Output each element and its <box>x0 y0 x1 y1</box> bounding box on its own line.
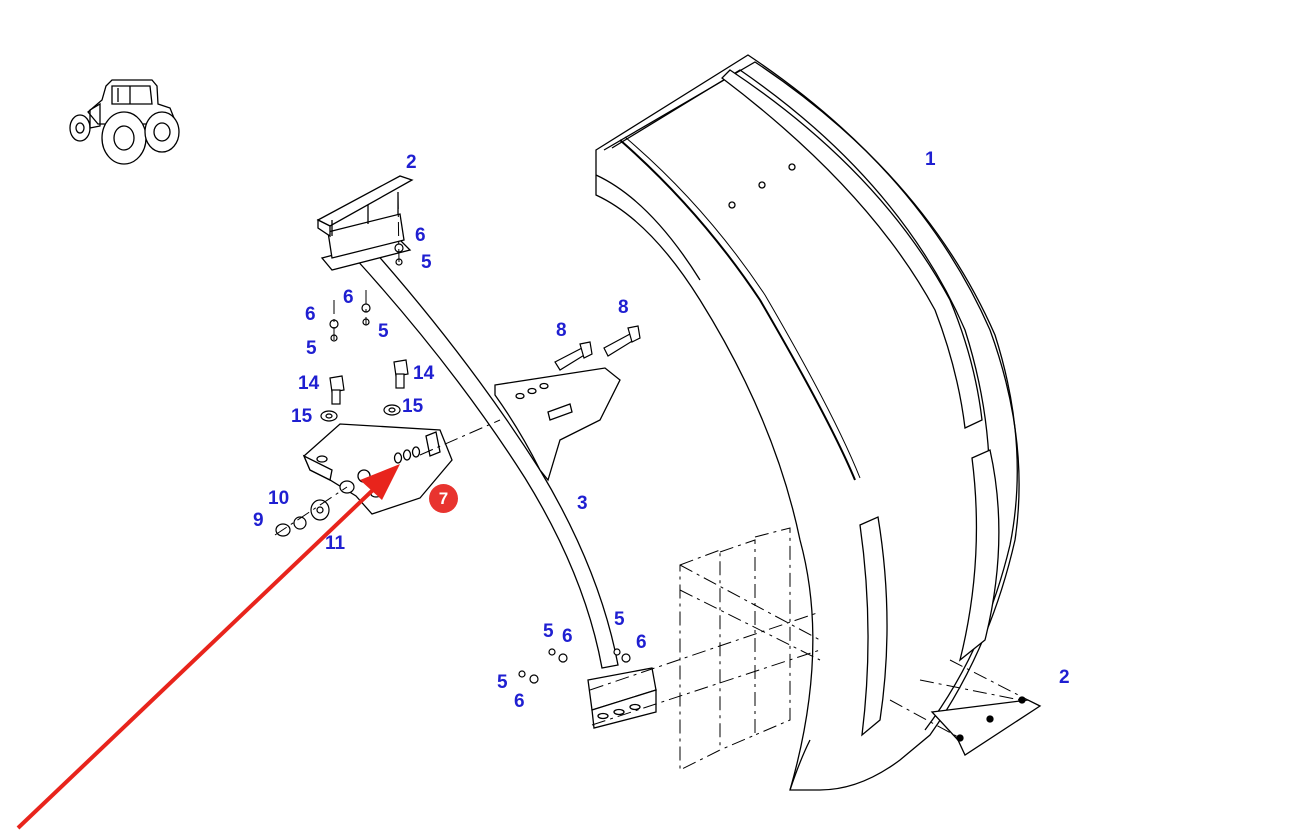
bolt-8-left <box>554 341 593 371</box>
highlight-badge-part-7[interactable]: 7 <box>429 484 458 513</box>
label-part-5: 5 <box>421 252 432 273</box>
label-part-5: 5 <box>543 621 554 642</box>
label-part-9: 9 <box>253 510 264 531</box>
mud-flap-bottom-shape <box>930 696 1042 756</box>
hardware <box>275 243 641 684</box>
label-part-1: 1 <box>925 149 936 170</box>
tractor-icon <box>69 79 180 165</box>
label-part-8: 8 <box>556 320 567 341</box>
label-part-6: 6 <box>343 287 354 308</box>
label-part-11: 11 <box>325 533 346 554</box>
label-part-14: 14 <box>413 363 435 384</box>
label-part-3: 3 <box>577 493 588 514</box>
label-part-15: 15 <box>291 406 313 427</box>
label-part-8: 8 <box>618 297 629 318</box>
label-part-5: 5 <box>497 672 508 693</box>
label-part-14: 14 <box>298 373 320 394</box>
label-part-6: 6 <box>636 632 647 653</box>
assembly-lines <box>274 194 1029 771</box>
label-part-5: 5 <box>614 609 625 630</box>
label-part-6: 6 <box>514 691 525 712</box>
mud-flap-top-shape <box>316 175 414 238</box>
label-part-6: 6 <box>562 626 573 647</box>
label-part-2-top: 2 <box>406 152 417 173</box>
bracket-shape <box>302 423 453 515</box>
support-arm-shape <box>320 213 657 729</box>
label-part-6: 6 <box>305 304 316 325</box>
label-part-10: 10 <box>268 488 290 509</box>
label-part-6: 6 <box>415 225 426 246</box>
bolt-8-right <box>603 325 641 357</box>
label-part-2-bottom: 2 <box>1059 667 1070 688</box>
label-part-15: 15 <box>402 396 424 417</box>
label-part-5: 5 <box>378 321 389 342</box>
pointer-arrow-icon <box>16 464 400 830</box>
label-part-5: 5 <box>306 338 317 359</box>
fender-shape <box>595 54 1020 791</box>
